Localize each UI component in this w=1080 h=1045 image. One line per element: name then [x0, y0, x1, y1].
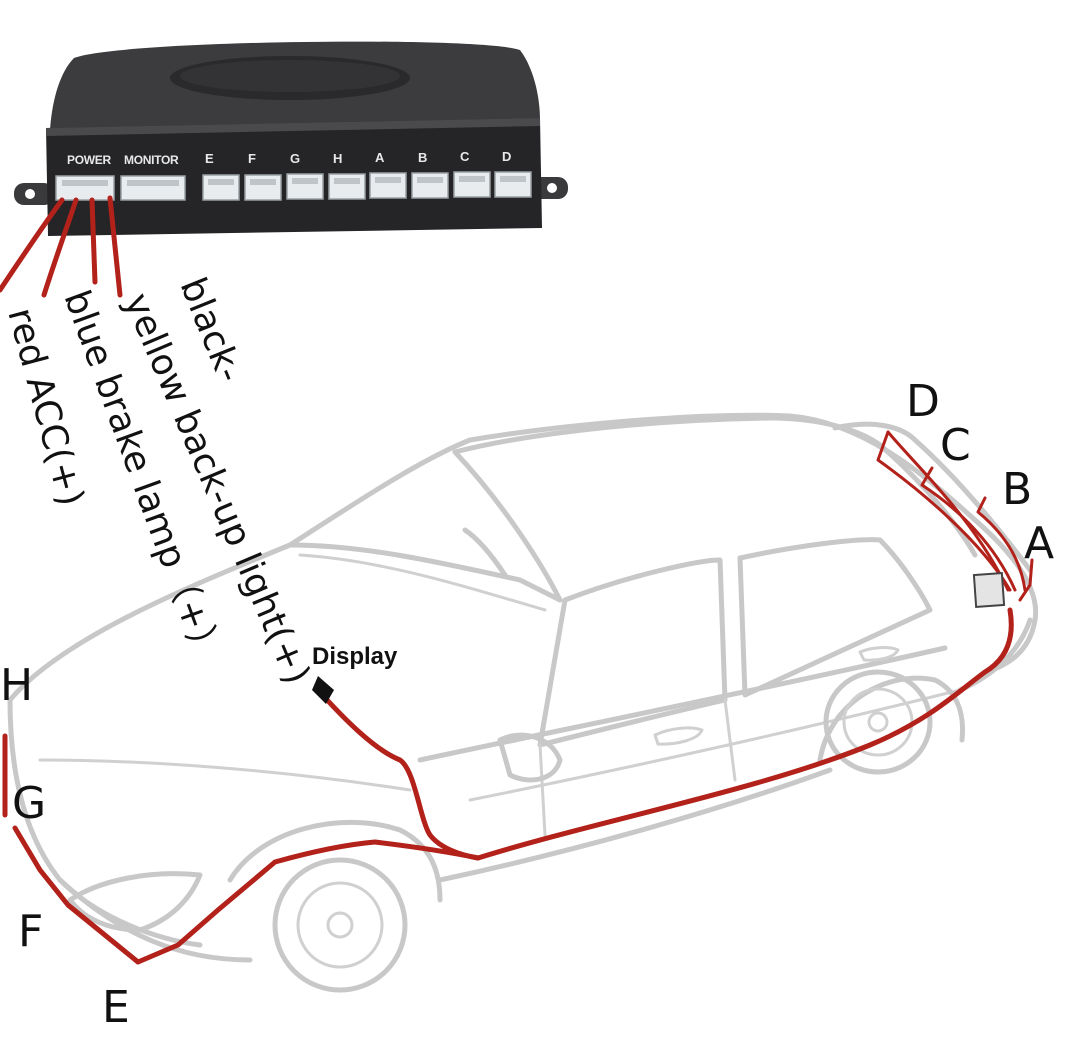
port-labels: POWER MONITOR E F G H A B C D: [67, 149, 511, 167]
display-label: Display: [312, 643, 398, 670]
port-label-h: H: [333, 151, 342, 166]
port-label-d: D: [502, 149, 511, 164]
connector-slots: [62, 176, 526, 186]
power-wires: [0, 195, 123, 298]
connector-c: [453, 171, 491, 198]
wiring-harness: [2, 430, 1034, 965]
connector-g: [286, 173, 324, 200]
control-box: [14, 41, 568, 236]
sensor-label-f: F: [18, 906, 43, 957]
connector-d: [494, 171, 532, 198]
port-label-power: POWER: [67, 153, 111, 167]
port-label-f: F: [248, 151, 256, 166]
sensor-label-g: G: [12, 778, 46, 829]
connector-b: [411, 172, 449, 199]
sensor-label-a: A: [1024, 518, 1054, 569]
display-unit: [312, 676, 334, 704]
port-label-monitor: MONITOR: [124, 153, 179, 167]
sensor-label-e: E: [102, 982, 130, 1033]
port-label-a: A: [375, 150, 385, 165]
port-label-e: E: [205, 151, 214, 166]
rear-control-module: [972, 571, 1006, 609]
car-illustration: [7, 412, 1039, 993]
port-label-b: B: [418, 150, 427, 165]
connector-power: [55, 175, 115, 201]
sensor-label-c: C: [940, 420, 971, 471]
sensor-label-h: H: [0, 660, 33, 711]
connector-a: [369, 172, 407, 199]
port-label-c: C: [460, 149, 470, 164]
sensor-label-d: D: [906, 376, 940, 427]
connector-monitor: [120, 175, 186, 201]
port-label-g: G: [290, 151, 300, 166]
connector-h: [328, 173, 366, 200]
connector-f: [244, 174, 282, 201]
sensor-label-b: B: [1002, 464, 1032, 515]
connector-e: [202, 174, 240, 201]
